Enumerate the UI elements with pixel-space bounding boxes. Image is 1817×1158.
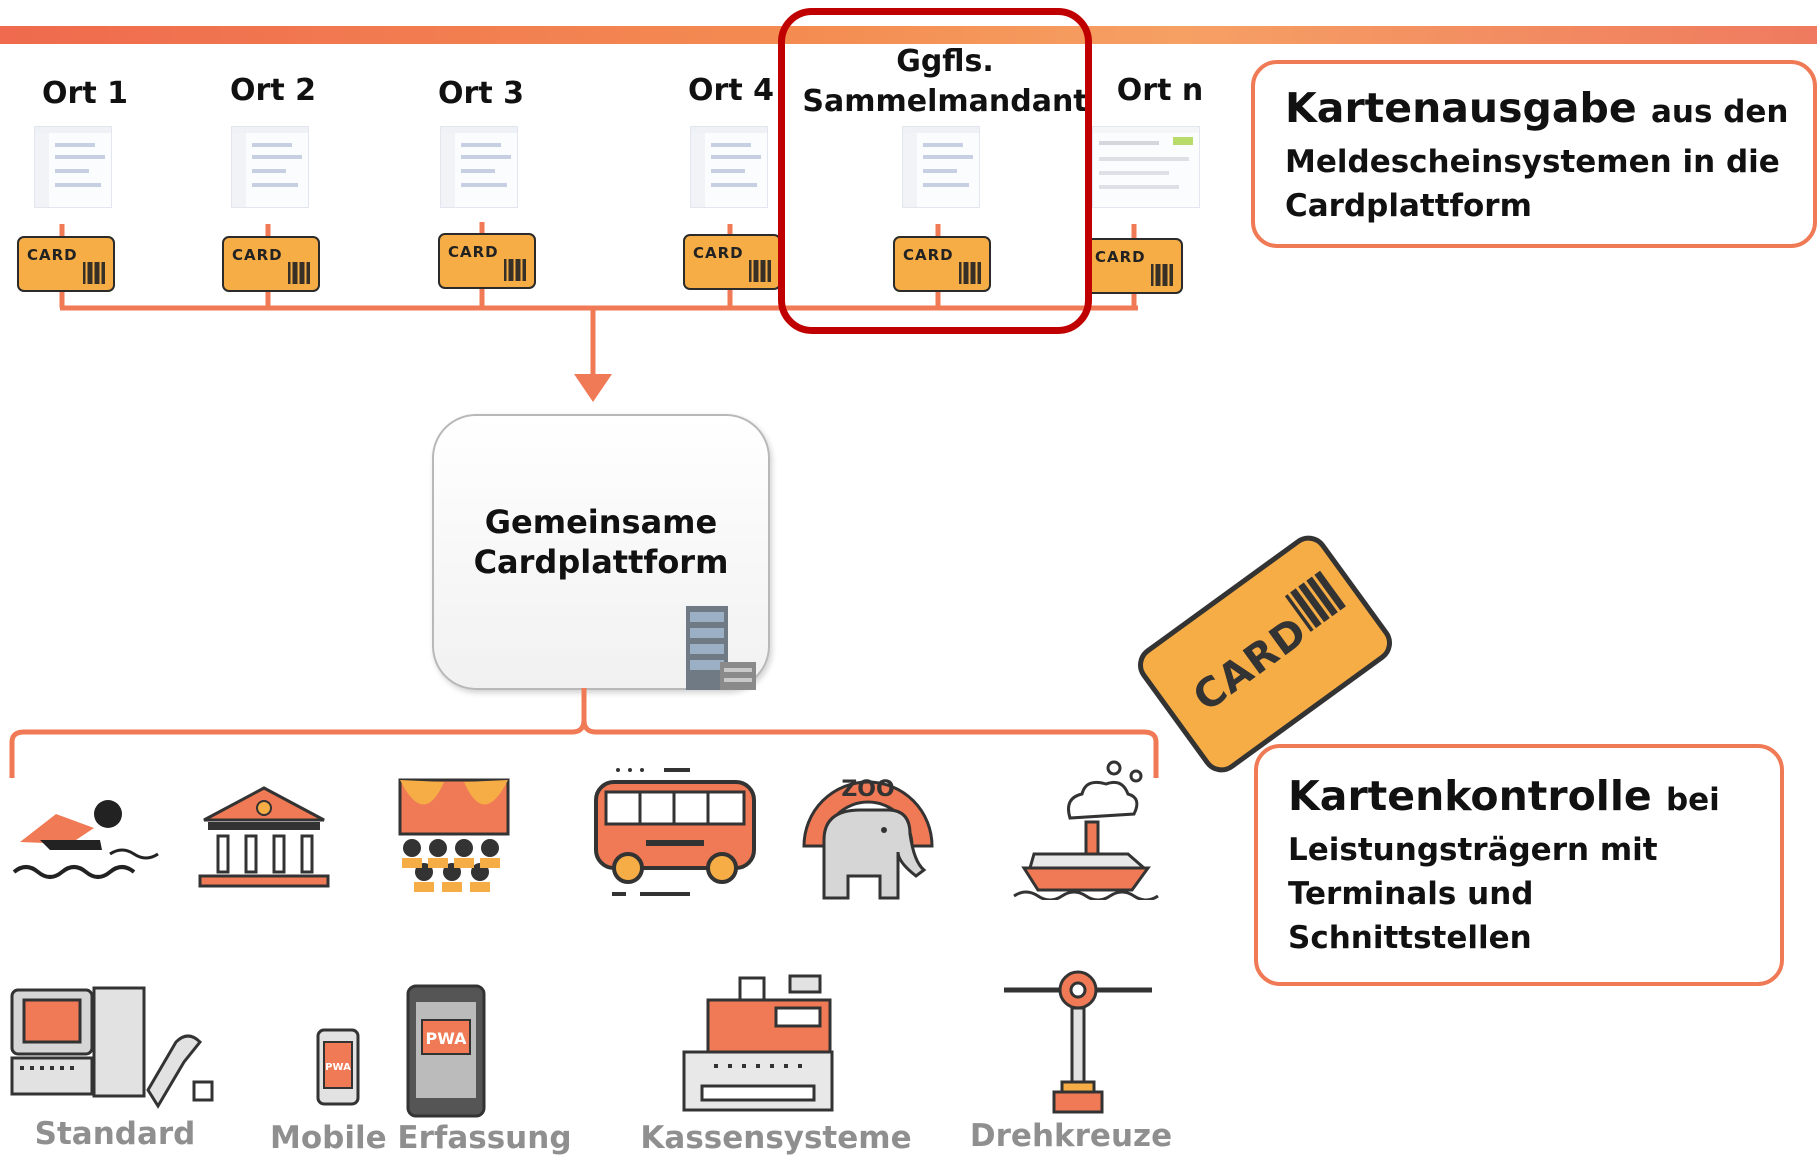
- card-ort-2: CARD: [222, 236, 320, 292]
- info-box-card-issuing-bold: Kartenausgabe: [1285, 84, 1637, 132]
- mobile-pwa-icon: PWA PWA: [316, 984, 486, 1118]
- turnstile-icon: [1004, 970, 1152, 1114]
- location-label-4: Ort 4: [688, 73, 774, 108]
- location-label-n: Ort n: [1116, 73, 1204, 108]
- computer-scanner-icon: [10, 986, 214, 1109]
- info-box-card-control: Kartenkontrolle bei Leistungsträgern mit…: [1254, 744, 1784, 986]
- qr-code-icon: [959, 262, 981, 284]
- registration-system-screen-1: [34, 126, 112, 208]
- terminal-label-drehkreuze: Drehkreuze: [969, 1118, 1173, 1154]
- terminal-label-mobile: Mobile Erfassung: [270, 1120, 572, 1156]
- registration-system-screen-sammelmandant: [902, 126, 980, 208]
- registration-system-screen-n: [1092, 126, 1200, 208]
- ship-icon: [1013, 760, 1159, 900]
- registration-system-screen-2: [231, 126, 309, 208]
- location-label-1: Ort 1: [42, 76, 128, 111]
- bus-icon: [594, 768, 756, 896]
- top-gradient-bar: [0, 26, 1817, 44]
- location-label-sammelmandant: Ggfls. Sammelmandant: [802, 44, 1088, 119]
- theater-icon: [398, 778, 510, 892]
- location-label-2: Ort 2: [230, 73, 316, 108]
- info-box-card-control-line2: Leistungsträgern mit: [1288, 832, 1658, 868]
- card-ort-n: CARD: [1085, 238, 1183, 294]
- info-box-card-issuing-line2: Meldescheinsystemen in die: [1285, 144, 1780, 180]
- terminal-label-standard: Standard: [34, 1116, 196, 1152]
- svg-text:PWA: PWA: [325, 1062, 351, 1073]
- info-box-card-issuing: Kartenausgabe aus den Meldescheinsysteme…: [1251, 60, 1817, 248]
- sammelmandant-highlight-frame: [778, 8, 1092, 334]
- platform-title-line1: Gemeinsame: [484, 503, 718, 541]
- qr-code-icon: [288, 262, 310, 284]
- qr-code-icon: [749, 260, 771, 282]
- platform-title-line2: Cardplattform: [473, 543, 729, 581]
- location-label-3: Ort 3: [438, 76, 524, 111]
- card-ort-3: CARD: [438, 233, 536, 289]
- qr-code-icon: [504, 259, 526, 281]
- big-card-label: CARD: [1185, 608, 1316, 721]
- info-box-card-control-line3: Terminals und: [1288, 876, 1534, 912]
- qr-code-icon: [1151, 264, 1173, 286]
- card-ort-4: CARD: [683, 234, 781, 290]
- cash-register-icon: [682, 974, 834, 1112]
- svg-text:PWA: PWA: [425, 1029, 467, 1048]
- svg-text:ZOO: ZOO: [841, 777, 894, 802]
- swimmer-icon: [12, 800, 159, 879]
- zoo-elephant-icon: ZOO: [802, 777, 934, 900]
- card-sammelmandant: CARD: [893, 236, 991, 292]
- museum-icon: [198, 786, 330, 888]
- info-box-card-issuing-rest: aus den: [1650, 94, 1789, 130]
- card-ort-1: CARD: [17, 236, 115, 292]
- info-box-card-issuing-line3: Cardplattform: [1285, 188, 1532, 224]
- terminal-label-kassensysteme: Kassensysteme: [640, 1120, 912, 1156]
- services-bracket: [9, 688, 1159, 778]
- info-box-card-control-bold: Kartenkontrolle: [1288, 772, 1652, 820]
- qr-code-icon: [83, 262, 105, 284]
- info-box-card-control-rest: bei: [1665, 782, 1720, 818]
- server-icon: [686, 606, 756, 690]
- registration-system-screen-3: [440, 126, 518, 208]
- registration-system-screen-4: [690, 126, 768, 208]
- info-box-card-control-line4: Schnittstellen: [1288, 920, 1532, 956]
